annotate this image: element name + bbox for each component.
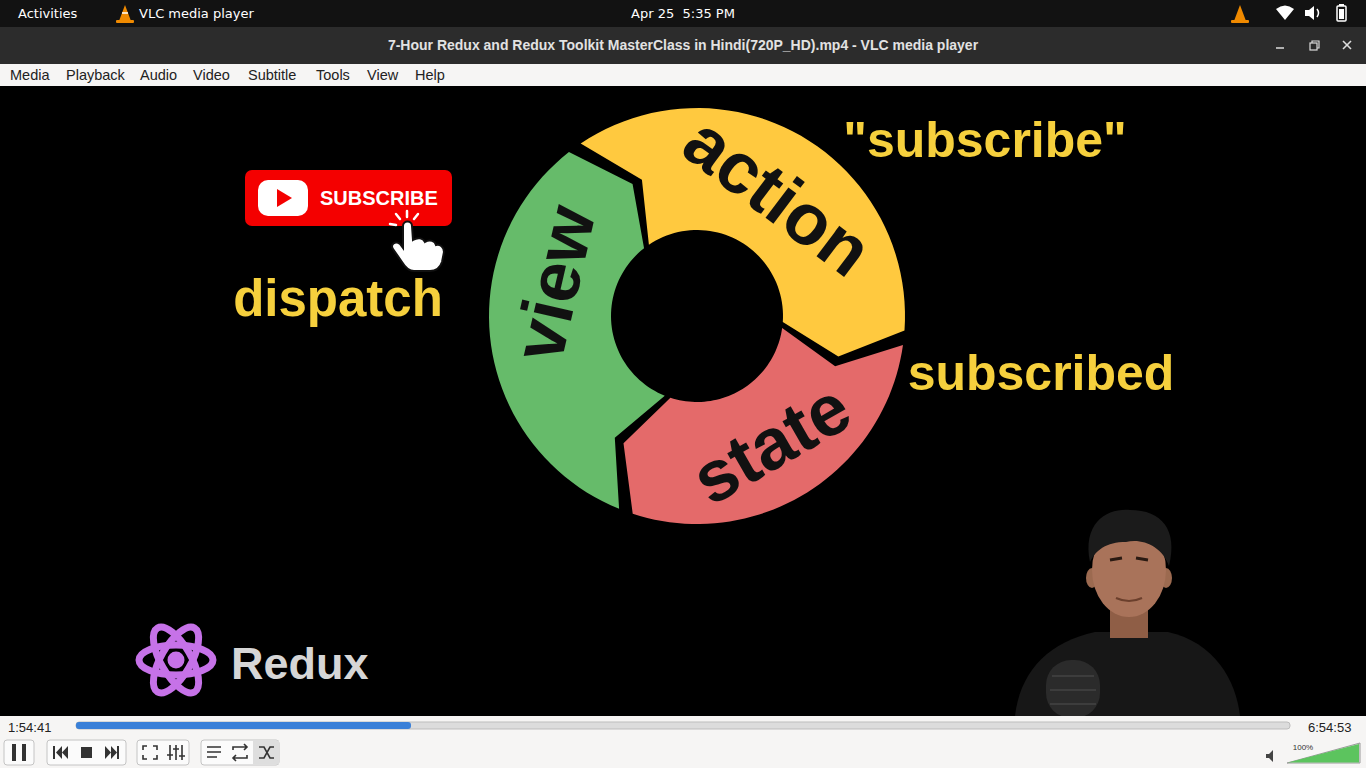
speaker-icon bbox=[1305, 6, 1319, 20]
slide-word: dispatch bbox=[233, 273, 443, 324]
logo-wordmark: Redux bbox=[231, 641, 369, 686]
play-logo bbox=[257, 179, 309, 217]
volume-control bbox=[1266, 743, 1360, 763]
window-title: 7-Hour Redux and Redux Toolkit MasterCla… bbox=[388, 38, 978, 52]
topbar-button: Activities bbox=[18, 7, 77, 20]
menu-bar bbox=[0, 64, 1366, 86]
app-name: VLC media player bbox=[139, 7, 254, 20]
button-text: SUBSCRIBE bbox=[320, 188, 438, 208]
menu-item: Media bbox=[10, 68, 50, 83]
battery-icon bbox=[1337, 4, 1346, 21]
play-triangle bbox=[277, 189, 292, 207]
menu-item: View bbox=[367, 68, 398, 83]
presenter bbox=[1015, 510, 1240, 718]
close-button bbox=[1343, 41, 1351, 49]
seek-track bbox=[76, 722, 1290, 729]
video-area bbox=[0, 86, 1366, 716]
menu-item: Video bbox=[193, 68, 230, 83]
clock: Apr 25 5:35 PM bbox=[631, 7, 735, 20]
cycle-segment: state bbox=[621, 325, 905, 526]
click-rays bbox=[390, 211, 418, 225]
transport-buttons bbox=[47, 740, 126, 765]
segment-shape bbox=[624, 328, 903, 524]
playlist-buttons bbox=[201, 740, 279, 765]
controls-bar bbox=[0, 738, 1366, 768]
menu-item: Help bbox=[415, 68, 445, 83]
vlc-tray-icon bbox=[1231, 5, 1249, 23]
play-logo bbox=[258, 180, 308, 216]
menu-item: Playback bbox=[66, 68, 125, 83]
redux-logo bbox=[139, 620, 213, 699]
minimize-button bbox=[1276, 47, 1284, 49]
view-buttons bbox=[137, 740, 189, 765]
slide-word: subscribed bbox=[908, 348, 1175, 398]
hand-cursor bbox=[392, 222, 444, 272]
maximize-button bbox=[1310, 41, 1319, 50]
menu-item: Audio bbox=[140, 68, 177, 83]
elapsed-time: 1:54:41 bbox=[8, 721, 51, 734]
total-time: 6:54:53 bbox=[1308, 721, 1351, 734]
wifi-icon bbox=[1276, 6, 1294, 21]
menu-item: Tools bbox=[316, 68, 350, 83]
seek-progress bbox=[76, 722, 411, 729]
seek-area bbox=[0, 716, 1366, 738]
vlc-icon bbox=[116, 5, 134, 23]
menu-item: Subtitle bbox=[248, 68, 296, 83]
slide-word: "subscribe" bbox=[843, 115, 1127, 165]
pause-button bbox=[4, 740, 34, 765]
title-bar bbox=[0, 27, 1366, 64]
volume-level: 100% bbox=[1293, 744, 1313, 752]
subscribe-button: SUBSCRIBE bbox=[245, 170, 452, 226]
top-bar bbox=[0, 0, 1366, 27]
